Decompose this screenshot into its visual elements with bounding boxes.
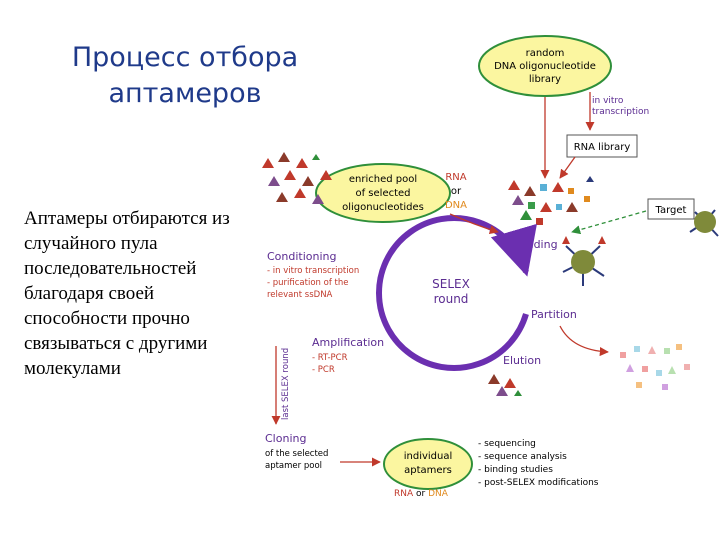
rna-or-dna-bottom: RNA or DNA — [394, 489, 449, 499]
random-library-line-2: DNA oligonucleotide — [494, 61, 596, 72]
title-line-1: Процесс отбора — [71, 42, 299, 73]
conditioning-title: Conditioning — [267, 250, 337, 263]
target-box: Target — [647, 198, 695, 220]
rna-library-arrow — [559, 156, 576, 179]
page-title: Процесс отбора аптамеров — [30, 40, 340, 112]
cloning-title: Cloning — [265, 432, 306, 445]
partition-label: Partition — [531, 308, 577, 321]
elution-label: Elution — [503, 354, 541, 367]
target-label: Target — [655, 205, 687, 216]
rna-label-top: RNA — [445, 172, 466, 183]
post-analysis-item-2: - sequence analysis — [478, 452, 567, 462]
amplification-item-1: - RT-PCR — [312, 353, 348, 363]
conditioning-item-1: - in vitro transcription — [267, 266, 359, 276]
unbound-molecules-icon — [620, 344, 690, 390]
cloning-line-1: of the selected — [265, 449, 328, 459]
target-molecule-icon — [689, 209, 719, 237]
bound-target-icon — [562, 236, 606, 286]
in-vitro-transcription-line-2: transcription — [592, 107, 649, 117]
oligonucleotide-pool-icon — [508, 176, 594, 225]
selex-round-line-1: SELEX — [432, 277, 470, 291]
binding-label: Binding — [516, 238, 558, 251]
amplification-block: Amplification - RT-PCR - PCR — [312, 336, 384, 375]
post-analysis-item-4: - post-SELEX modifications — [478, 478, 599, 488]
cloning-line-2: aptamer pool — [265, 461, 322, 471]
dna-label-top: DNA — [445, 200, 467, 211]
in-vitro-transcription-line-1: in vitro — [592, 96, 624, 106]
enriched-pool-line-1: enriched pool — [349, 174, 417, 185]
individual-aptamers-node: individual aptamers — [383, 438, 473, 490]
conditioning-block: Conditioning - in vitro transcription - … — [267, 250, 359, 300]
description-text: Аптамеры отбираются из случайного пула п… — [24, 208, 230, 379]
enriched-molecules-icon — [262, 152, 332, 204]
individual-aptamers-line-2: aptamers — [404, 465, 452, 476]
amplification-title: Amplification — [312, 336, 384, 349]
amplification-item-2: - PCR — [312, 365, 335, 375]
eluted-molecules-icon — [488, 374, 522, 396]
last-selex-round-label: last SELEX round — [281, 348, 291, 420]
random-library-line-1: random — [526, 48, 565, 59]
enriched-to-binding-arrow — [449, 213, 499, 234]
selex-round-cycle: SELEX round — [376, 215, 537, 371]
or-label-bottom: or — [416, 489, 426, 499]
rna-label-bottom: RNA — [394, 489, 414, 499]
post-analysis-list: - sequencing - sequence analysis - bindi… — [478, 439, 599, 488]
conditioning-item-3: relevant ssDNA — [267, 290, 333, 300]
enriched-pool-line-3: oligonucleotides — [342, 202, 424, 213]
random-library-node: random DNA oligonucleotide library — [478, 35, 612, 97]
target-arrow — [571, 210, 647, 235]
cloning-block: Cloning of the selected aptamer pool — [265, 432, 328, 471]
random-library-line-3: library — [529, 74, 561, 85]
post-analysis-item-3: - binding studies — [478, 465, 553, 475]
enriched-pool-line-2: of selected — [355, 188, 410, 199]
selex-round-line-2: round — [434, 292, 469, 306]
rna-library-label: RNA library — [574, 142, 631, 153]
rna-library-box: RNA library — [566, 134, 638, 158]
individual-aptamers-line-1: individual — [404, 451, 453, 462]
title-line-2: аптамеров — [108, 78, 262, 109]
partition-arrow — [559, 325, 609, 357]
post-analysis-item-1: - sequencing — [478, 439, 536, 449]
or-label-top: or — [451, 186, 462, 197]
dna-label-bottom: DNA — [428, 489, 449, 499]
conditioning-item-2: - purification of the — [267, 278, 348, 288]
enriched-pool-node: enriched pool of selected oligonucleotid… — [315, 163, 451, 223]
